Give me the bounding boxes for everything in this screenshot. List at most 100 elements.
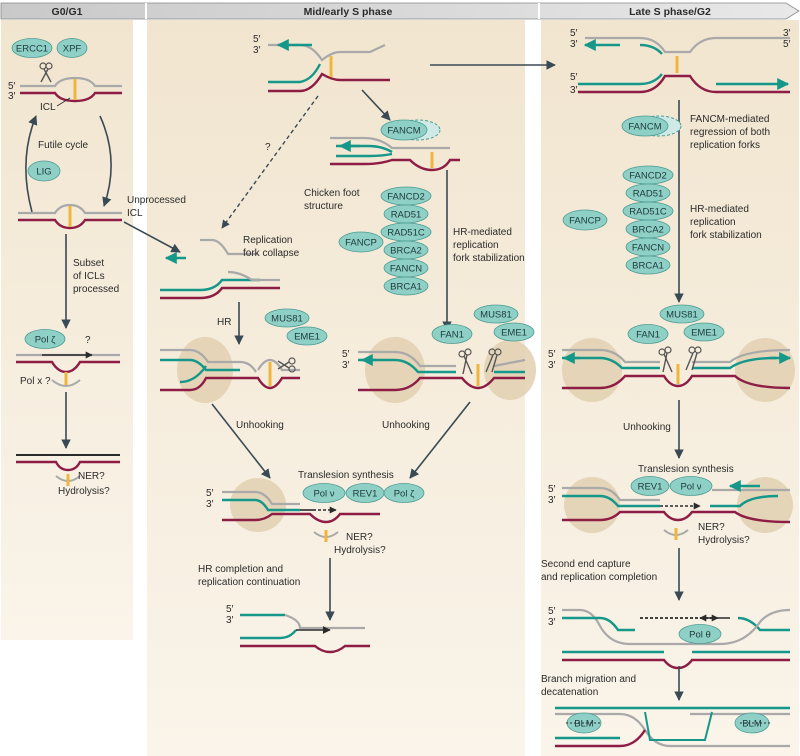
unhooking-arrow-right: [409, 401, 471, 479]
protein-lig: LIG: [27, 160, 61, 182]
protein-oval: [383, 276, 429, 296]
protein-label: Pol ν: [313, 489, 334, 500]
collapse-label-1: Replication: [243, 235, 292, 246]
protein-label: Pol ζ: [35, 335, 56, 346]
pol-zeta-question: ?: [85, 335, 91, 346]
scissors-icon: [39, 62, 53, 83]
protein-label: FANCN: [390, 264, 422, 275]
protein-oval: [431, 324, 473, 344]
protein-label: FANCP: [345, 238, 377, 249]
halo: [562, 338, 622, 402]
g0-ner-label: NER?: [78, 471, 105, 482]
mid-hr-stab-2: replication: [453, 240, 499, 251]
protein-rev1: REV1: [345, 483, 385, 503]
phase-label-mid: Mid/early S phase: [304, 6, 393, 18]
protein-label: FANCD2: [629, 171, 666, 182]
strand-label-5: 5′: [8, 81, 16, 92]
hr-completion-1: HR completion and: [198, 564, 283, 575]
mid-tls-5: 5′: [206, 488, 214, 499]
late-top-5a: 5′: [570, 28, 578, 39]
pol-x-label: Pol x ?: [20, 376, 51, 387]
late-top-3a: 3′: [570, 39, 578, 50]
scissors-icon: [658, 346, 673, 373]
mid-fan1-3: 3′: [342, 360, 350, 371]
protein-label: RAD51C: [387, 228, 425, 239]
mid-hydrolysis-label: Hydrolysis?: [334, 545, 386, 556]
g0-dna-4: [16, 454, 120, 486]
protein-label: LIG: [36, 167, 51, 178]
protein-pol-nu: Pol ν: [669, 476, 713, 496]
protein-label: BLM: [742, 719, 762, 730]
protein-label: EME1: [501, 328, 527, 339]
late-second-end-dna: [562, 608, 791, 670]
protein-label: MUS81: [271, 314, 303, 325]
protein-oval: [562, 209, 608, 231]
protein-oval: [630, 476, 670, 496]
phase-label-g0: G0/G1: [52, 6, 83, 18]
mid-dashed-arrow: [221, 95, 319, 229]
panel-g0: [1, 20, 133, 640]
protein-label: XPF: [63, 44, 82, 55]
mid-tls-label: Translesion synthesis: [298, 470, 394, 481]
protein-rad51c: RAD51C: [622, 201, 674, 221]
protein-label: FANCM: [628, 122, 661, 133]
futile-cycle-label: Futile cycle: [38, 140, 88, 151]
g0-hydrolysis-label: Hydrolysis?: [58, 486, 110, 497]
g0-dna-3: [16, 351, 120, 387]
tls-mid-dna: [222, 490, 380, 542]
late-se-5: 5′: [548, 606, 556, 617]
scissors-icon: [485, 348, 502, 373]
protein-fancd2: FANCD2: [380, 186, 432, 206]
protein-fancd2: FANCD2: [622, 165, 674, 185]
scissors-icon: [277, 357, 296, 373]
mid-fork-top: [268, 39, 390, 93]
late-tls-5: 5′: [548, 484, 556, 495]
protein-oval: [338, 231, 384, 253]
protein-oval: [264, 308, 310, 328]
protein-label: RAD51: [633, 189, 664, 200]
late-hr-stab-2: replication: [690, 217, 736, 228]
protein-mus81: MUS81: [264, 308, 310, 328]
late-tls-3: 3′: [548, 495, 556, 506]
branch-label-1: Branch migration and: [541, 674, 636, 685]
protein-label: FANCD2: [387, 192, 424, 203]
protein-oval: [383, 483, 425, 503]
protein-oval: [659, 304, 705, 324]
protein-label: BRCA1: [390, 282, 422, 293]
protein-oval: [24, 329, 66, 349]
futile-cycle-arrow-left: [25, 115, 38, 213]
protein-oval: [627, 324, 669, 344]
protein-oval: [56, 38, 88, 58]
protein-oval: [669, 476, 713, 496]
late-tls-dna: [562, 480, 791, 540]
protein-fancp: FANCP: [338, 231, 384, 253]
icl-label: ICL: [40, 102, 56, 113]
second-end-label-1: Second end capture: [541, 559, 631, 570]
protein-fan1: FAN1: [627, 324, 669, 344]
late-top-dna: [578, 36, 790, 94]
futile-cycle-arrow-right: [99, 115, 112, 207]
protein-brca2: BRCA2: [383, 240, 429, 260]
protein-label: REV1: [353, 489, 378, 500]
protein-oval: [380, 119, 428, 141]
phase-header-bar: [0, 2, 800, 20]
protein-mus81: MUS81: [659, 304, 705, 324]
halo: [564, 477, 620, 533]
protein-pol-theta: Pol θ: [678, 624, 722, 644]
protein-oval: [678, 624, 722, 644]
mid-final-3: 3′: [226, 615, 234, 626]
protein-rad51c: RAD51C: [380, 222, 432, 242]
protein-label: MUS81: [480, 310, 512, 321]
icl-pointer: [56, 97, 71, 107]
regression-label-3: replication forks: [690, 140, 760, 151]
scissors-icon: [458, 348, 473, 375]
protein-xpf: XPF: [56, 38, 88, 58]
second-end-label-2: and replication completion: [541, 572, 657, 583]
protein-label: Pol ζ: [394, 489, 415, 500]
unhooking-label-right: Unhooking: [382, 420, 430, 431]
protein-label: FANCN: [632, 243, 664, 254]
mid-top-3: 3′: [253, 45, 261, 56]
protein-label: Pol ν: [680, 482, 701, 493]
regression-label-1: FANCM-mediated: [690, 114, 769, 125]
